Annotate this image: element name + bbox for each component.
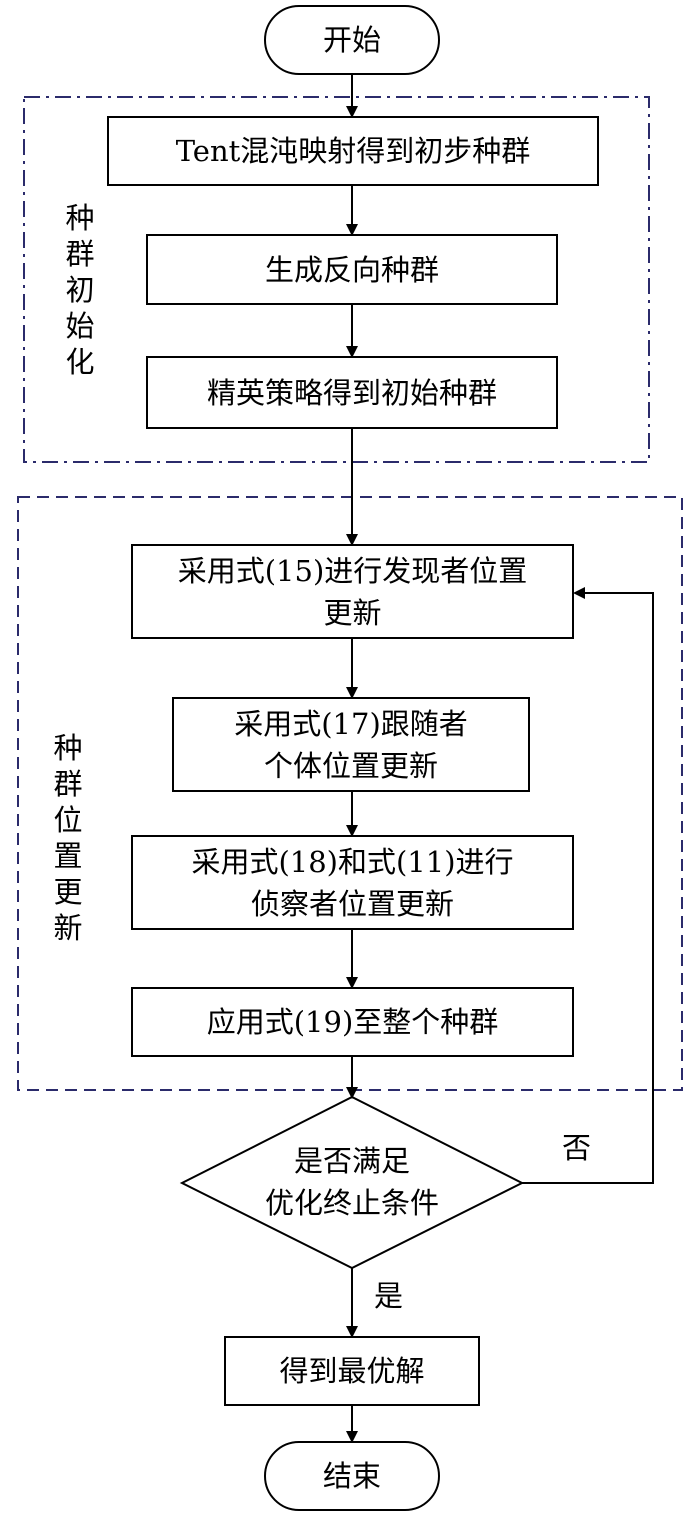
reverse-population-step: 生成反向种群 <box>146 234 558 305</box>
group-init-boundary <box>23 96 650 463</box>
follower-update-step: 采用式(17)跟随者 个体位置更新 <box>172 697 530 792</box>
tent-chaos-map-step: Tent混沌映射得到初步种群 <box>107 116 599 186</box>
group-init-label: 种 群 初 始 化 <box>65 201 95 379</box>
start-node: 开始 <box>264 5 440 75</box>
edge-label-no: 否 <box>562 1131 592 1165</box>
termination-condition-text: 是否满足 优化终止条件 <box>264 1144 439 1220</box>
edge-label-yes: 是 <box>374 1279 404 1313</box>
apply-to-population-step: 应用式(19)至整个种群 <box>131 987 574 1057</box>
discoverer-update-step: 采用式(15)进行发现者位置 更新 <box>131 544 574 639</box>
group-update-label: 种 群 位 置 更 新 <box>53 731 83 945</box>
elite-strategy-step: 精英策略得到初始种群 <box>146 356 558 429</box>
scout-update-step: 采用式(18)和式(11)进行 侦察者位置更新 <box>131 835 574 930</box>
best-solution-step: 得到最优解 <box>224 1336 480 1406</box>
end-node: 结束 <box>264 1441 440 1511</box>
edge-decision-no-loop <box>522 587 654 1184</box>
